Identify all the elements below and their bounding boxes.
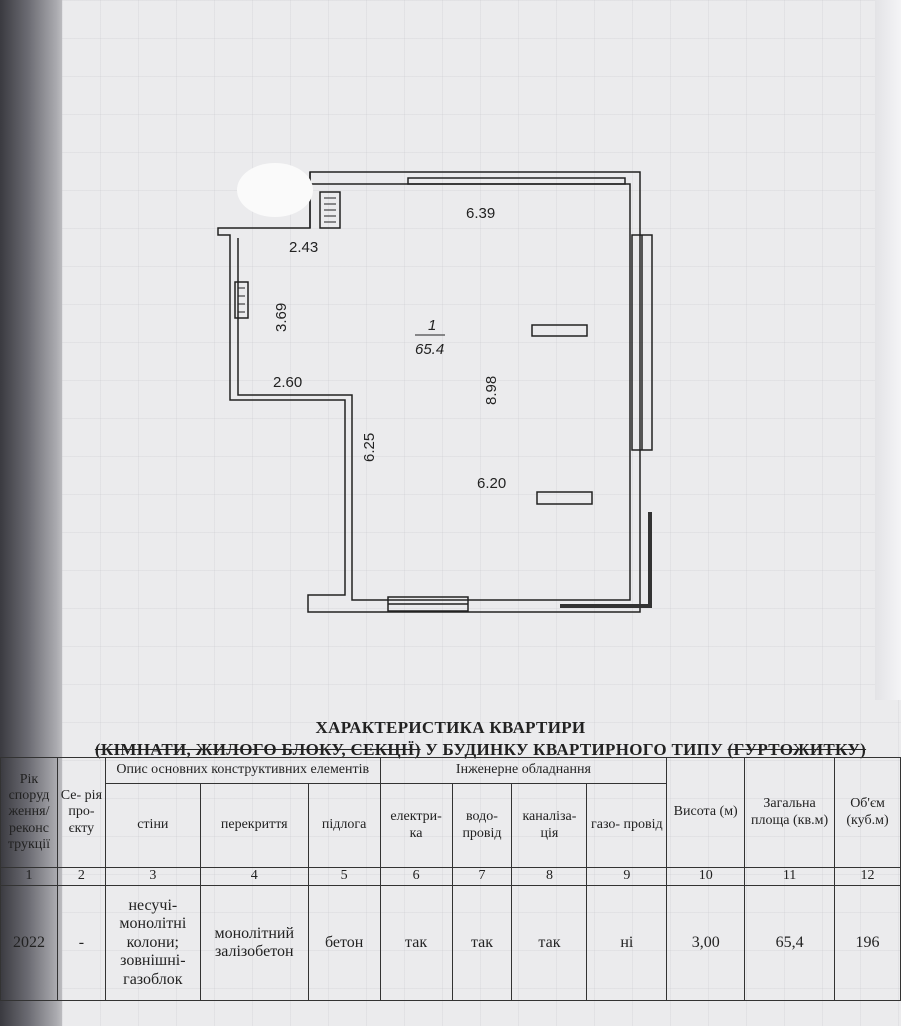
cell-floor: бетон [307,885,381,1001]
window-top [407,177,626,185]
page-edge [875,0,901,700]
header-walls: стіни [104,783,201,868]
header-area: Загальна площа (кв.м) [744,757,836,868]
smudge [237,163,313,217]
wall-outline [217,171,641,613]
col-num: 1 [0,867,58,886]
col-num: 10 [666,867,746,886]
header-floor: підлога [307,783,381,868]
header-electric: електри- ка [379,783,453,868]
fixture-lower [536,491,593,505]
vent-shaft [319,191,341,229]
dim-top: 6.39 [466,205,495,222]
fixture-upper [531,324,588,337]
section-title: ХАРАКТЕРИСТИКА КВАРТИРИ [315,718,586,737]
cell-electric: так [379,885,453,1001]
cell-series: - [56,885,106,1001]
cell-ceiling: монолітний залізобетон [199,885,309,1001]
header-sewer: каналіза- ція [511,783,588,868]
col-num: 6 [379,867,453,886]
cell-water: так [451,885,513,1001]
cell-year: 2022 [0,885,58,1001]
col-num: 12 [834,867,901,886]
header-structural: Опис основних конструктивних елементів [104,757,381,784]
dim-left: 3.69 [273,303,290,332]
header-series: Се- рія про- єкту [56,757,106,868]
cell-sewer: так [511,885,588,1001]
header-gas: газо- провід [586,783,668,868]
dim-notch: 2.43 [289,239,318,256]
dim-step: 2.60 [273,374,302,391]
column-number-row: 1 2 3 4 5 6 7 8 9 10 11 12 [0,867,901,886]
dim-height: 8.98 [483,376,500,405]
dim-bottom: 6.20 [477,475,506,492]
struck-text-2: (ГУРТОЖИТКУ) [727,740,867,759]
header-engineering: Інженерне обладнання [379,757,668,784]
col-num: 2 [56,867,106,886]
section-subtitle: (КІМНАТИ, ЖИЛОГО БЛОКУ, СЕКЦІЇ) У БУДИНК… [30,740,901,760]
vent-hatching [238,197,336,313]
col-num: 5 [307,867,381,886]
room-area: 65.4 [415,341,444,358]
cell-walls: несучі- монолітні колони; зовнішні- газо… [104,885,201,1001]
col-num: 7 [451,867,513,886]
floor-plan: 1 65.4 6.39 2.43 3.69 2.60 8.98 6.25 6.2… [217,163,653,613]
col-num: 3 [104,867,201,886]
subtitle-text: У БУДИНКУ КВАРТИРНОГО ТИПУ [420,740,728,759]
cell-volume: 196 [834,885,901,1001]
room-number: 1 [428,317,436,334]
struck-text: (КІМНАТИ, ЖИЛОГО БЛОКУ, СЕКЦІЇ) [94,740,421,759]
col-num: 9 [586,867,668,886]
apartment-characteristics-table: Рік споруд ження/ реконс трукції Се- рія… [0,757,901,1001]
header-ceiling: перекриття [199,783,309,868]
cell-area: 65,4 [744,885,836,1001]
vent-shaft-left [234,281,249,319]
header-water: водо- провід [451,783,513,868]
dim-left-lower: 6.25 [361,433,378,462]
table-row: 2022 - несучі- монолітні колони; зовнішн… [0,885,901,1001]
header-height: Висота (м) [666,757,746,868]
header-year: Рік споруд ження/ реконс трукції [0,757,58,868]
col-num: 11 [744,867,836,886]
col-num: 4 [199,867,309,886]
header-volume: Об'єм (куб.м) [834,757,901,868]
balcony-rail [560,512,652,608]
cell-height: 3,00 [666,885,746,1001]
cell-gas: ні [586,885,668,1001]
col-num: 8 [511,867,588,886]
